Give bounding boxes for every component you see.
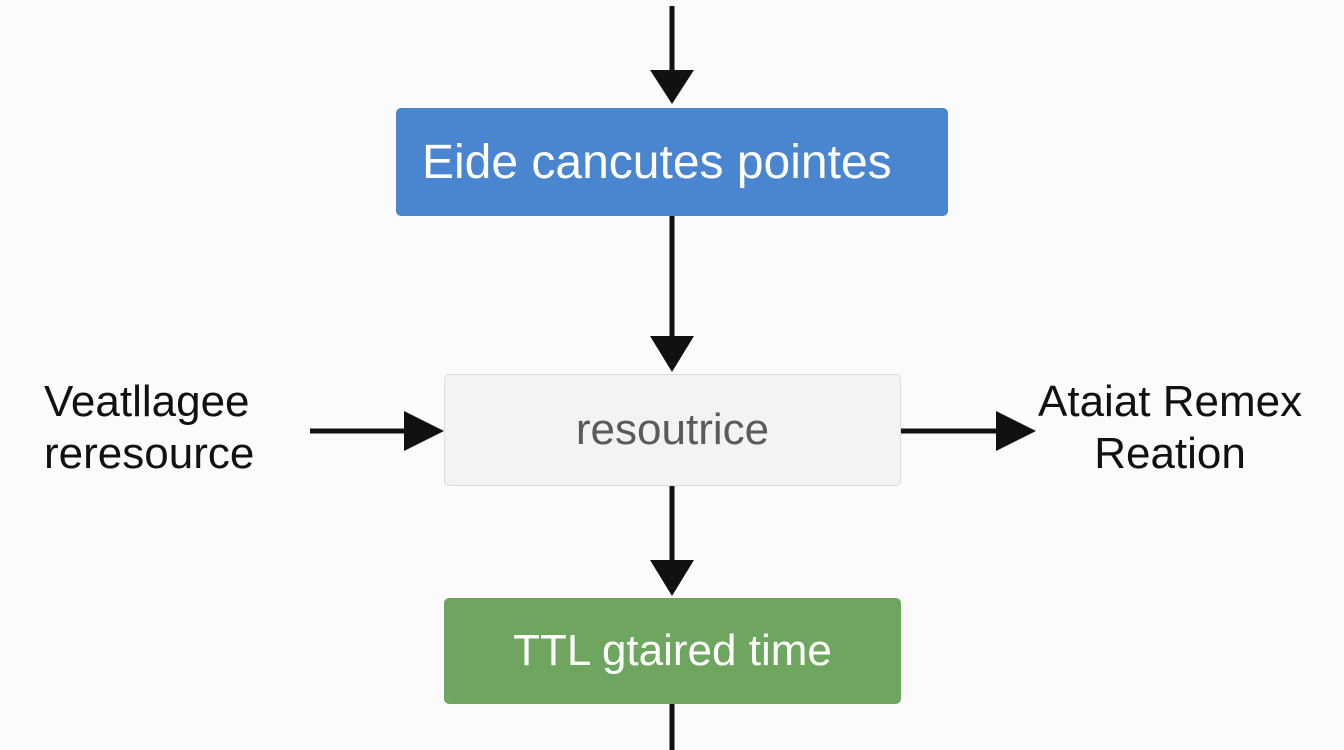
left-input-label-line2: reresource bbox=[44, 429, 255, 478]
arrow-center-to-right bbox=[901, 411, 1036, 451]
bottom-node: TTL gtaired time bbox=[444, 598, 901, 704]
top-node: Eide cancutes pointes bbox=[396, 108, 948, 216]
left-input-label: Veatllagee reresource bbox=[44, 376, 254, 480]
right-output-label-line1: Ataiat Remex bbox=[1038, 377, 1303, 426]
arrow-into-top-node bbox=[650, 6, 694, 104]
bottom-node-label: TTL gtaired time bbox=[513, 626, 832, 675]
right-output-label-line2: Reation bbox=[1094, 429, 1246, 478]
right-output-label: Ataiat Remex Reation bbox=[1038, 376, 1302, 480]
center-node: resoutrice bbox=[444, 374, 901, 486]
center-node-label: resoutrice bbox=[575, 405, 770, 454]
left-input-label-line1: Veatllagee bbox=[44, 377, 250, 426]
arrow-center-to-bottom bbox=[650, 486, 694, 596]
arrow-left-to-center bbox=[310, 411, 444, 451]
arrow-top-to-center bbox=[650, 216, 694, 372]
top-node-label: Eide cancutes pointes bbox=[422, 135, 892, 189]
